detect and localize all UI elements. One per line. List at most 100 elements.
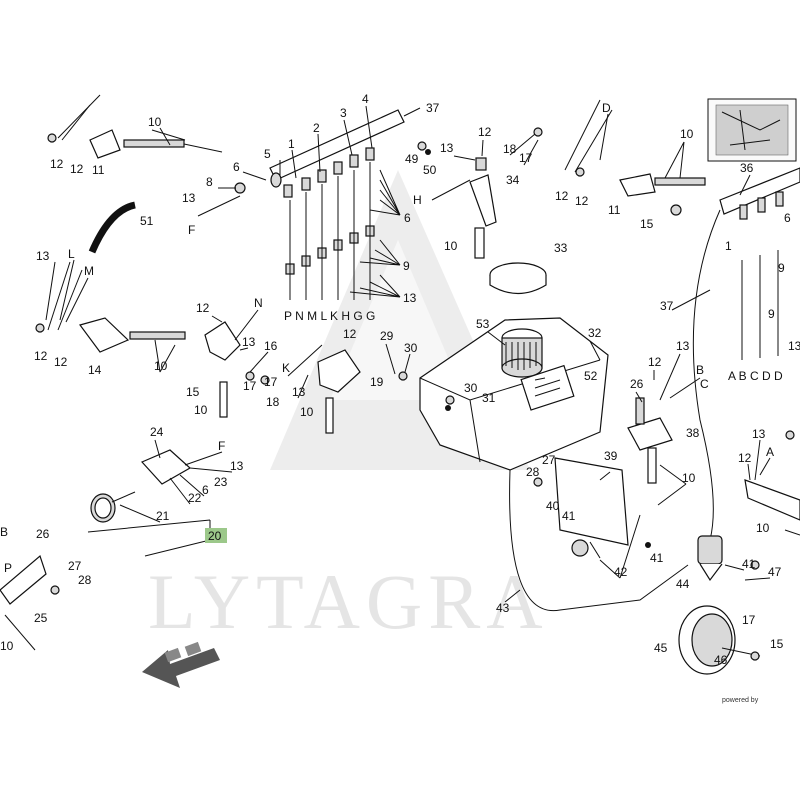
callout-labels[interactable]: 1 2 3 4 5 6 6 6 37 8 9 9 13 9 13 F 51 10… bbox=[0, 92, 800, 667]
label-10e[interactable]: 10 bbox=[194, 403, 208, 417]
bracket-39-shape[interactable] bbox=[554, 457, 629, 546]
label-K[interactable]: K bbox=[282, 361, 290, 375]
label-41b[interactable]: 41 bbox=[650, 551, 664, 565]
label-26a[interactable]: 26 bbox=[630, 377, 644, 391]
label-F2[interactable]: F bbox=[218, 439, 225, 453]
filter-53-shape[interactable] bbox=[501, 328, 543, 378]
label-50[interactable]: 50 bbox=[423, 163, 437, 177]
label-17a[interactable]: 17 bbox=[519, 151, 533, 165]
label-10b[interactable]: 10 bbox=[444, 239, 458, 253]
lever-linkage-top-left[interactable] bbox=[57, 94, 223, 159]
label-49[interactable]: 49 bbox=[405, 152, 419, 166]
label-31[interactable]: 31 bbox=[482, 391, 496, 405]
label-11a[interactable]: 11 bbox=[92, 163, 105, 177]
label-L[interactable]: L bbox=[68, 247, 75, 261]
label-32[interactable]: 32 bbox=[588, 326, 602, 340]
label-4[interactable]: 4 bbox=[362, 92, 369, 106]
label-30b[interactable]: 30 bbox=[464, 381, 478, 395]
label-B1[interactable]: B bbox=[696, 363, 704, 377]
label-41c[interactable]: 41 bbox=[742, 557, 756, 571]
label-26b[interactable]: 26 bbox=[36, 527, 50, 541]
label-12j[interactable]: 12 bbox=[648, 355, 662, 369]
label-17b[interactable]: 17 bbox=[264, 375, 278, 389]
label-row-letters[interactable]: P N M L K H G G bbox=[284, 309, 375, 323]
label-1[interactable]: 1 bbox=[288, 137, 295, 151]
label-16[interactable]: 16 bbox=[264, 339, 278, 353]
label-13j[interactable]: 13 bbox=[230, 459, 244, 473]
fitting-44-shape[interactable] bbox=[697, 535, 723, 582]
bracket-34-shape[interactable] bbox=[469, 174, 497, 227]
label-15a[interactable]: 15 bbox=[640, 217, 654, 231]
label-6b[interactable]: 6 bbox=[404, 211, 411, 225]
label-5[interactable]: 5 bbox=[264, 147, 271, 161]
label-1b[interactable]: 1 bbox=[725, 239, 732, 253]
label-3[interactable]: 3 bbox=[340, 106, 347, 120]
label-17d[interactable]: 17 bbox=[742, 613, 756, 627]
label-12i[interactable]: 12 bbox=[343, 327, 357, 341]
label-22[interactable]: 22 bbox=[188, 491, 202, 505]
label-53[interactable]: 53 bbox=[476, 317, 490, 331]
label-9c[interactable]: 9 bbox=[768, 307, 775, 321]
bracket-19-shape[interactable] bbox=[317, 349, 361, 393]
lever-linkage-bottom-left[interactable] bbox=[0, 554, 47, 651]
label-13i[interactable]: 13 bbox=[752, 427, 766, 441]
label-A2[interactable]: A bbox=[766, 445, 774, 459]
label-36[interactable]: 36 bbox=[740, 161, 754, 175]
label-15c[interactable]: 15 bbox=[770, 637, 784, 651]
bracket-24-shape[interactable] bbox=[140, 449, 192, 485]
lever-linkage-mid-left[interactable] bbox=[47, 261, 186, 353]
label-right-letters[interactable]: A B C D D bbox=[728, 369, 783, 383]
wheel-45-shape[interactable] bbox=[678, 605, 761, 675]
pressure-gauge-21-shape[interactable] bbox=[90, 491, 136, 523]
label-12k[interactable]: 12 bbox=[738, 451, 752, 465]
label-33[interactable]: 33 bbox=[554, 241, 568, 255]
overview-thumbnail[interactable] bbox=[707, 98, 797, 162]
label-B2[interactable]: B bbox=[0, 525, 8, 539]
label-13h[interactable]: 13 bbox=[788, 339, 800, 353]
label-10g[interactable]: 10 bbox=[756, 521, 770, 535]
hose-43-shape[interactable] bbox=[509, 469, 689, 612]
label-10f[interactable]: 10 bbox=[300, 405, 314, 419]
label-13g[interactable]: 13 bbox=[676, 339, 690, 353]
lever-linkage-top-right[interactable] bbox=[564, 99, 706, 197]
tank-32-shape[interactable] bbox=[419, 317, 609, 471]
label-44[interactable]: 44 bbox=[676, 577, 690, 591]
label-13a[interactable]: 13 bbox=[403, 291, 417, 305]
label-12a[interactable]: 12 bbox=[50, 157, 64, 171]
label-29[interactable]: 29 bbox=[380, 329, 394, 343]
label-12c[interactable]: 12 bbox=[478, 125, 492, 139]
label-12f[interactable]: 12 bbox=[34, 349, 48, 363]
label-6c[interactable]: 6 bbox=[784, 211, 791, 225]
label-F1[interactable]: F bbox=[188, 223, 195, 237]
label-12d[interactable]: 12 bbox=[555, 189, 569, 203]
label-28b[interactable]: 28 bbox=[526, 465, 540, 479]
label-12e[interactable]: 12 bbox=[575, 194, 589, 208]
label-18b[interactable]: 18 bbox=[266, 395, 280, 409]
label-13b[interactable]: 13 bbox=[182, 191, 196, 205]
label-43[interactable]: 43 bbox=[496, 601, 510, 615]
label-12g[interactable]: 12 bbox=[54, 355, 68, 369]
label-40[interactable]: 40 bbox=[546, 499, 560, 513]
label-10c[interactable]: 10 bbox=[680, 127, 694, 141]
label-N[interactable]: N bbox=[254, 296, 263, 310]
label-8[interactable]: 8 bbox=[206, 175, 213, 189]
label-14[interactable]: 14 bbox=[88, 363, 102, 377]
label-23[interactable]: 23 bbox=[214, 475, 228, 489]
label-P[interactable]: P bbox=[4, 561, 12, 575]
label-9b[interactable]: 9 bbox=[778, 261, 785, 275]
label-27a[interactable]: 27 bbox=[68, 559, 82, 573]
label-30a[interactable]: 30 bbox=[404, 341, 418, 355]
label-C1[interactable]: C bbox=[700, 377, 709, 391]
label-10d[interactable]: 10 bbox=[154, 359, 168, 373]
label-10h[interactable]: 10 bbox=[0, 639, 14, 653]
lever-linkage-right[interactable] bbox=[744, 479, 800, 536]
label-11b[interactable]: 11 bbox=[608, 203, 621, 217]
label-19[interactable]: 19 bbox=[370, 375, 384, 389]
label-28a[interactable]: 28 bbox=[78, 573, 92, 587]
label-13d[interactable]: 13 bbox=[36, 249, 50, 263]
bracket-16-shape[interactable] bbox=[204, 321, 241, 361]
nozzle-bar-assembly[interactable] bbox=[269, 109, 405, 300]
label-38[interactable]: 38 bbox=[686, 426, 700, 440]
label-6d[interactable]: 6 bbox=[202, 483, 209, 497]
label-18a[interactable]: 18 bbox=[503, 142, 517, 156]
